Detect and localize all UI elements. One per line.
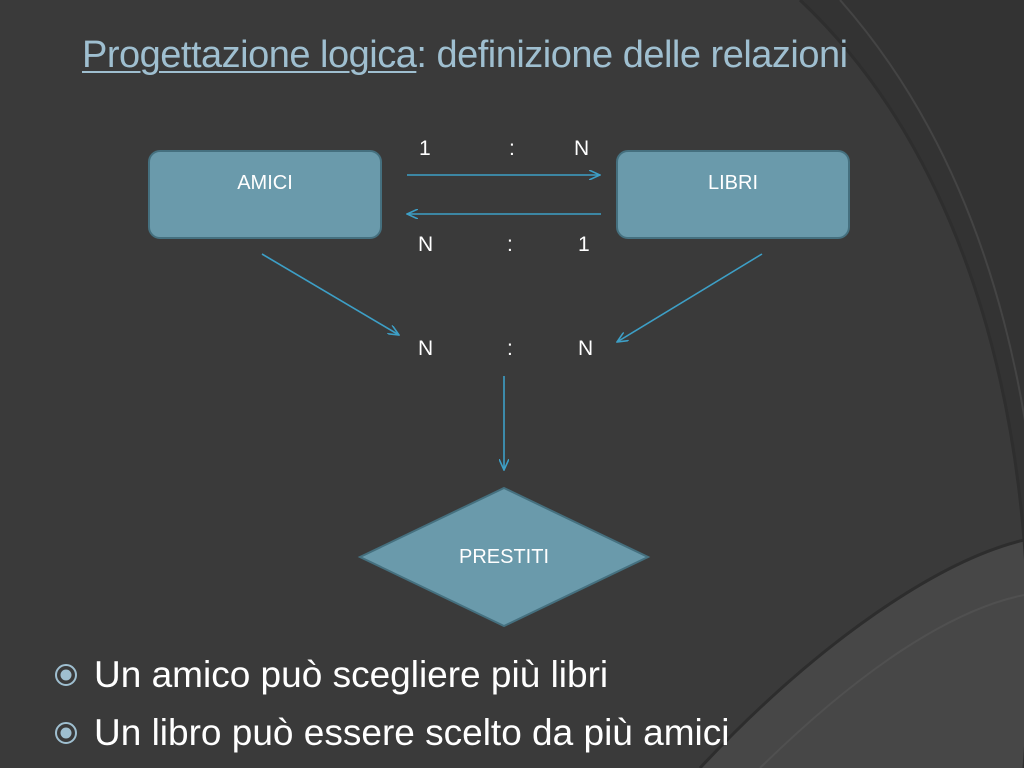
entity-libri: LIBRI [616, 150, 850, 239]
cardinality-bottom-left: N [418, 233, 434, 256]
cardinality-top-right: N [574, 137, 590, 160]
bullet-item: Un amico può scegliere più libri [52, 646, 730, 704]
bullet-text: Un libro può essere scelto da più amici [94, 712, 730, 753]
entity-amici: AMICI [148, 150, 382, 239]
cardinality-middle-right: N [578, 337, 594, 360]
bullet-item: Un libro può essere scelto da più amici [52, 704, 730, 762]
title-rest: : definizione delle relazioni [416, 34, 848, 76]
arrow-amici-to-relation [261, 253, 399, 335]
relationship-label: PRESTITI [458, 546, 549, 568]
cardinality-middle-sep: : [507, 337, 513, 360]
bullet-list: Un amico può scegliere più libri Un libr… [52, 646, 730, 762]
circle-bullet-icon [55, 664, 77, 686]
entity-amici-label: AMICI [237, 172, 293, 194]
entity-libri-label: LIBRI [707, 172, 759, 194]
slide-title: Progettazione logica: definizione delle … [82, 34, 848, 77]
cardinality-bottom-right: 1 [578, 233, 590, 256]
title-link[interactable]: Progettazione logica [82, 34, 417, 76]
circle-bullet-icon [55, 722, 77, 744]
arrow-libri-to-relation [617, 253, 763, 342]
cardinality-bottom-sep: : [507, 233, 513, 256]
cardinality-top-sep: : [509, 137, 515, 160]
bullet-text: Un amico può scegliere più libri [94, 654, 609, 695]
cardinality-top-left: 1 [419, 137, 431, 160]
relationship-diamond [357, 486, 651, 628]
cardinality-middle-left: N [418, 337, 434, 360]
